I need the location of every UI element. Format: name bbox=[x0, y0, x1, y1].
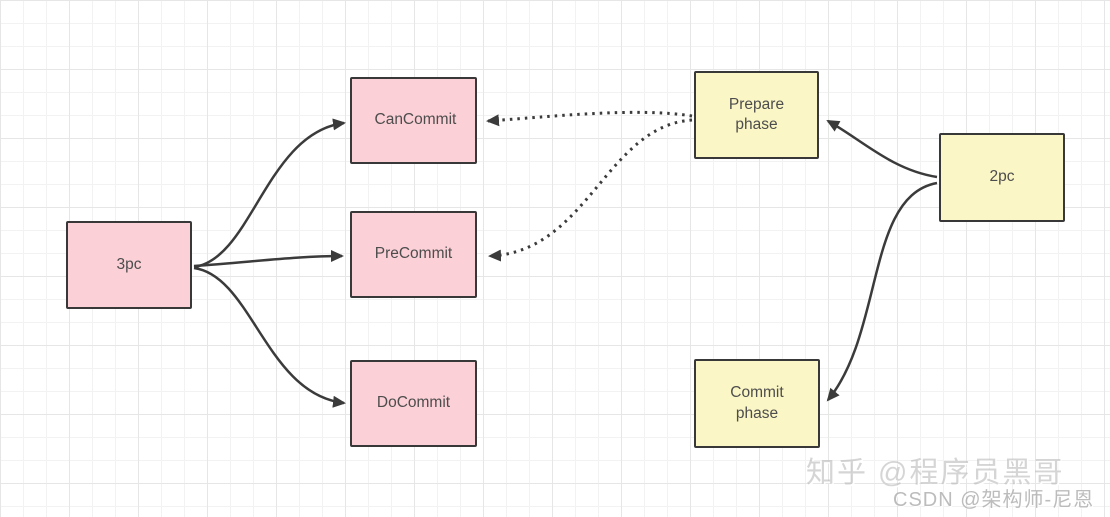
node-cancommit: CanCommit bbox=[350, 77, 477, 164]
node-commit-phase: Commit phase bbox=[694, 359, 820, 448]
watermark-zhihu: 知乎 @程序员黑哥 bbox=[806, 457, 1065, 489]
node-3pc: 3pc bbox=[66, 221, 192, 309]
edge-prepare-precommit bbox=[488, 118, 693, 262]
watermark-csdn: CSDN @架构师-尼恩 bbox=[893, 489, 1095, 511]
node-precommit: PreCommit bbox=[350, 211, 477, 298]
node-docommit-label: DoCommit bbox=[376, 394, 451, 412]
node-3pc-label: 3pc bbox=[116, 255, 142, 273]
edge-3pc-cancommit bbox=[193, 118, 346, 269]
node-precommit-label: PreCommit bbox=[374, 245, 453, 263]
edge-2pc-prepare bbox=[826, 119, 938, 179]
node-docommit: DoCommit bbox=[350, 360, 477, 447]
node-commit-phase-label: Commit phase bbox=[730, 384, 784, 422]
node-2pc: 2pc bbox=[939, 133, 1065, 222]
node-cancommit-label: CanCommit bbox=[374, 111, 457, 129]
node-prepare-phase: Prepare phase bbox=[694, 71, 819, 159]
edge-3pc-docommit bbox=[193, 266, 346, 408]
edge-prepare-cancommit bbox=[486, 110, 693, 127]
node-2pc-label: 2pc bbox=[989, 168, 1015, 186]
edge-3pc-precommit bbox=[193, 250, 344, 268]
edge-2pc-commit bbox=[826, 181, 938, 402]
node-prepare-phase-label: Prepare phase bbox=[728, 95, 785, 133]
